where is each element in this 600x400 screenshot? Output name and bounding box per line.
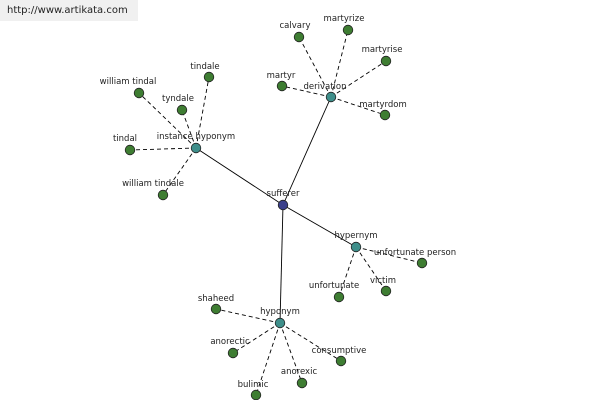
leaf-label-anorectic: anorectic: [210, 337, 250, 347]
leaf-label-unfortunate-person: unfortunate person: [374, 248, 456, 258]
leaf-node-martyrise[interactable]: [380, 55, 392, 67]
edge-derivation-martyrise: [330, 60, 387, 98]
leaf-node-victim[interactable]: [380, 285, 392, 297]
leaf-label-anorexic: anorexic: [281, 367, 318, 377]
leaf-node-anorexic[interactable]: [296, 377, 308, 389]
leaf-node-tyndale[interactable]: [176, 104, 188, 116]
leaf-node-martyrize[interactable]: [342, 24, 354, 36]
edge-instance-hyponym-tindale: [195, 76, 210, 149]
leaf-label-martyrize: martyrize: [324, 14, 365, 24]
edge-derivation-martyr: [281, 85, 332, 98]
leaf-label-victim: victim: [370, 276, 396, 286]
edge-hypernym-victim: [355, 246, 387, 292]
leaf-node-unfortunate[interactable]: [333, 291, 345, 303]
leaf-node-tindale[interactable]: [203, 71, 215, 83]
relation-node-hypernym[interactable]: [350, 241, 362, 253]
leaf-label-william-tindal: william tindal: [100, 77, 157, 87]
leaf-label-martyrdom: martyrdom: [359, 100, 407, 110]
leaf-label-tyndale: tyndale: [162, 94, 194, 104]
relation-node-derivation[interactable]: [325, 91, 337, 103]
edge-hyponym-shaheed: [215, 308, 281, 324]
leaf-label-martyrise: martyrise: [362, 45, 403, 55]
edge-hyponym-anorectic: [232, 322, 281, 354]
relation-node-hyponym[interactable]: [274, 317, 286, 329]
leaf-node-martyrdom[interactable]: [379, 109, 391, 121]
leaf-node-william-tindal[interactable]: [133, 87, 145, 99]
watermark-url: http://www.artikata.com: [0, 0, 138, 21]
edge-sufferer-instance-hyponym: [195, 147, 284, 206]
leaf-label-consumptive: consumptive: [312, 346, 367, 356]
leaf-label-tindale: tindale: [190, 62, 219, 72]
leaf-node-consumptive[interactable]: [335, 355, 347, 367]
relation-label-hyponym: hyponym: [260, 307, 300, 317]
relation-label-hypernym: hypernym: [334, 231, 377, 241]
edge-instance-hyponym-william-tindale: [162, 147, 197, 196]
leaf-node-tindal[interactable]: [124, 144, 136, 156]
edge-hypernym-unfortunate: [338, 246, 357, 298]
edge-hypernym-unfortunate-person: [355, 246, 423, 264]
leaf-label-shaheed: shaheed: [198, 294, 234, 304]
relation-label-derivation: derivation: [303, 82, 346, 92]
edge-hyponym-bulimic: [255, 322, 281, 396]
leaf-node-william-tindale[interactable]: [157, 189, 169, 201]
edge-instance-hyponym-tindal: [129, 147, 197, 151]
edge-sufferer-hyponym: [279, 204, 284, 324]
leaf-label-martyr: martyr: [267, 71, 296, 81]
edge-derivation-martyrize: [330, 29, 349, 98]
center-node-sufferer[interactable]: [277, 199, 289, 211]
leaf-node-calvary[interactable]: [293, 31, 305, 43]
edge-sufferer-derivation: [282, 96, 332, 206]
edge-derivation-calvary: [298, 36, 332, 98]
edge-hyponym-anorexic: [279, 322, 303, 384]
edge-sufferer-hypernym: [282, 204, 357, 248]
leaf-node-anorectic[interactable]: [227, 347, 239, 359]
relation-label-instance-hyponym: instance hyponym: [157, 132, 235, 142]
leaf-label-tindal: tindal: [113, 134, 137, 144]
edge-instance-hyponym-william-tindal: [138, 92, 197, 149]
leaf-node-martyr[interactable]: [276, 80, 288, 92]
leaf-label-bulimic: bulimic: [238, 380, 269, 390]
leaf-label-william-tindale: william tindale: [122, 179, 184, 189]
leaf-node-bulimic[interactable]: [250, 389, 262, 400]
relation-node-instance-hyponym[interactable]: [190, 142, 202, 154]
leaf-label-unfortunate: unfortunate: [309, 281, 359, 291]
leaf-label-calvary: calvary: [279, 21, 310, 31]
edge-derivation-martyrdom: [330, 96, 386, 116]
leaf-node-unfortunate-person[interactable]: [416, 257, 428, 269]
edge-hyponym-consumptive: [279, 322, 342, 362]
center-label-sufferer: sufferer: [267, 189, 300, 199]
leaf-node-shaheed[interactable]: [210, 303, 222, 315]
edge-instance-hyponym-tyndale: [181, 109, 197, 149]
